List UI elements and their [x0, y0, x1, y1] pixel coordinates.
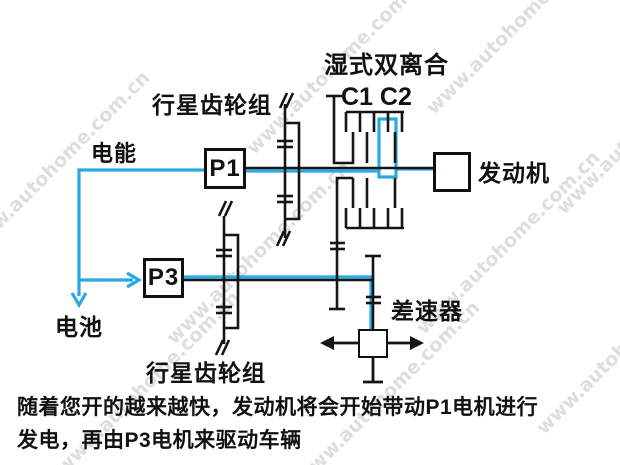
- right-axle-arrow-icon: [410, 336, 424, 350]
- p1-motor-box: P1: [204, 148, 246, 189]
- p3-arrow-icon: [126, 271, 143, 289]
- dual-clutch-upper: [326, 94, 404, 165]
- p3-motor-box: P3: [143, 258, 184, 298]
- caption-line-2: 发电，再由P3电机来驱动车辆: [17, 429, 302, 452]
- engine-label: 发动机: [478, 160, 550, 186]
- flow-p3-to-differential: [184, 275, 373, 329]
- p3-motor-label: P3: [147, 264, 180, 291]
- title-wet-dual-clutch: 湿式双离合: [324, 52, 449, 79]
- differential-axles: [334, 341, 410, 384]
- electric-energy-label: 电能: [91, 141, 138, 166]
- planetary-gearset-top: [275, 92, 301, 247]
- clutch-c1-c2-label: C1 C2: [341, 83, 412, 111]
- differential-label: 差速器: [391, 298, 463, 324]
- final-drive-shaft: [365, 254, 381, 329]
- engine-box: [433, 152, 471, 192]
- caption-line-1: 随着您开的越来越快，发动机将会开始带动P1电机进行: [17, 396, 539, 419]
- planetary-gearset-bottom: [214, 200, 240, 356]
- p1-motor-label: P1: [209, 154, 241, 182]
- axle-arrowheads: [320, 336, 424, 350]
- planetary-gearset-top-label: 行星齿轮组: [152, 92, 272, 118]
- battery-arrow-icon: [70, 292, 88, 309]
- mechanical-lines: [184, 92, 433, 384]
- planetary-gearset-bottom-label: 行星齿轮组: [146, 360, 266, 386]
- caption-text: 随着您开的越来越快，发动机将会开始带动P1电机进行 发电，再由P3电机来驱动车辆: [17, 391, 612, 457]
- differential-box: [358, 329, 388, 358]
- flow-p1-to-battery: [77, 168, 204, 296]
- left-axle-arrow-icon: [320, 336, 334, 350]
- dual-clutch-lower: [329, 176, 404, 311]
- battery-label: 电池: [55, 314, 103, 340]
